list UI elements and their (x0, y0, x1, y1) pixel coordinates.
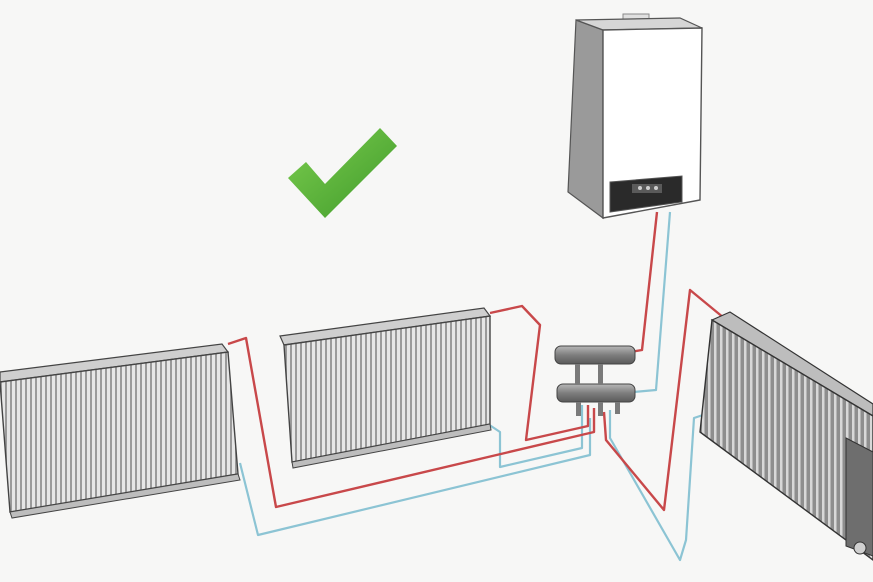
manifold-header-bottom (556, 383, 636, 403)
return-pipe-middle (487, 405, 584, 469)
supply-pipes (227, 211, 725, 512)
radiator-icon (279, 307, 492, 469)
return-pipe-right (608, 410, 713, 562)
supply-pipe-boiler (629, 211, 659, 354)
radiator-icon (0, 343, 241, 519)
radiator-3-front (699, 318, 873, 561)
supply-pipe-middle (489, 304, 590, 442)
boiler-front (602, 27, 703, 219)
return-pipe-boiler (633, 211, 672, 394)
check-mark-icon (288, 128, 397, 218)
return-pipe-left (238, 418, 592, 537)
supply-pipe-left (227, 336, 596, 509)
radiator-3-end (845, 437, 873, 557)
manifold-header-top (554, 345, 636, 365)
radiator-icon (699, 311, 873, 561)
boiler-side (567, 19, 604, 220)
boiler-control-panel (609, 175, 683, 213)
manifold-icon (554, 345, 636, 416)
boiler-icon (567, 13, 703, 220)
supply-pipe-right (602, 288, 725, 512)
